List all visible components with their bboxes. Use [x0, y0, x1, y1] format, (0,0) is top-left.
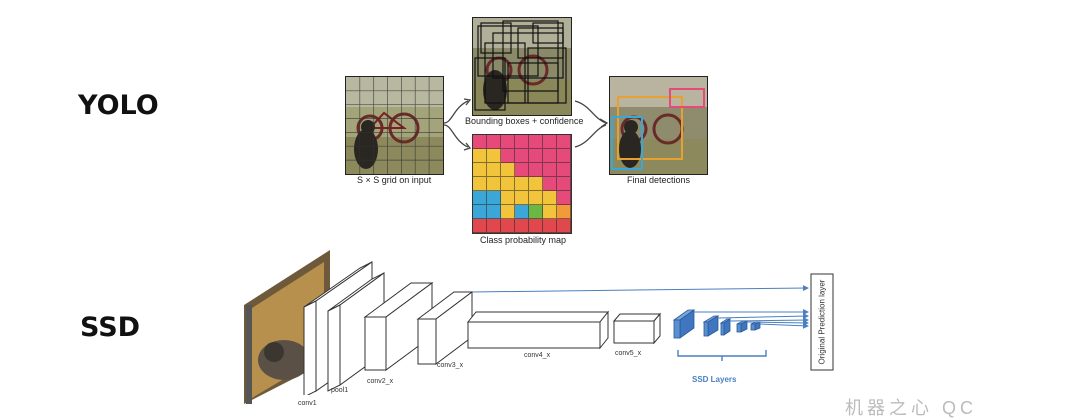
- prob-cell: [557, 135, 571, 149]
- prob-cell: [487, 191, 501, 205]
- pool1-label: pool1: [331, 387, 349, 394]
- prob-cell: [501, 149, 515, 163]
- prob-cell: [473, 205, 487, 219]
- prob-cell: [515, 205, 529, 219]
- prob-cell: [543, 219, 557, 233]
- prob-cell: [473, 219, 487, 233]
- prob-cell: [487, 149, 501, 163]
- prob-cell: [557, 205, 571, 219]
- prob-cell: [501, 191, 515, 205]
- prob-cell: [543, 191, 557, 205]
- prob-cell: [529, 205, 543, 219]
- ssd-extra-layers: [672, 309, 761, 339]
- yolo-bounding-boxes-image: [472, 17, 572, 116]
- prob-cell: [557, 191, 571, 205]
- prob-cell: [529, 163, 543, 177]
- prediction-layer-label: Original Prediction layer: [817, 279, 827, 365]
- conv2-label: conv2_x: [367, 378, 394, 385]
- prob-cell: [487, 177, 501, 191]
- prob-cell: [557, 163, 571, 177]
- prob-cell: [473, 191, 487, 205]
- yolo-arrows: [443, 98, 609, 151]
- prediction-layer-box: [810, 273, 834, 371]
- class-probability-map: [472, 134, 572, 234]
- prob-cell: [473, 163, 487, 177]
- prob-cell: [543, 149, 557, 163]
- prob-cell: [529, 219, 543, 233]
- ssd-title: SSD: [80, 312, 141, 343]
- prob-cell: [557, 219, 571, 233]
- yolo-final-detections-image: [609, 76, 708, 175]
- yolo-grid-input-image: [345, 76, 444, 175]
- conv3-label: conv3_x: [437, 362, 464, 369]
- prob-cell: [501, 219, 515, 233]
- prob-cell: [515, 135, 529, 149]
- prob-cell: [543, 205, 557, 219]
- prob-cell: [515, 163, 529, 177]
- watermark: 机器之心 QC: [845, 398, 978, 418]
- conv1-label: conv1: [298, 400, 317, 407]
- prob-cell: [473, 135, 487, 149]
- prob-cell: [501, 135, 515, 149]
- prob-cell: [529, 135, 543, 149]
- yolo-title: YOLO: [78, 90, 159, 121]
- prob-cell: [487, 219, 501, 233]
- prob-cell: [487, 205, 501, 219]
- conv3-block: [416, 291, 474, 365]
- prob-cell: [501, 163, 515, 177]
- conv4-label: conv4_x: [524, 352, 551, 359]
- prob-cell: [515, 191, 529, 205]
- prob-cell: [487, 135, 501, 149]
- ssd-input-image: [244, 250, 330, 404]
- prob-cell: [529, 149, 543, 163]
- prob-cell: [501, 177, 515, 191]
- conv4-block: [466, 310, 610, 350]
- prob-cell: [487, 163, 501, 177]
- grid-caption: S × S grid on input: [357, 175, 432, 185]
- prob-cell: [557, 177, 571, 191]
- bbox-caption: Bounding boxes + confidence: [465, 116, 584, 126]
- ssd-layers-label: SSD Layers: [692, 375, 737, 384]
- ssd-layers-bracket: [677, 350, 767, 361]
- prob-caption: Class probability map: [480, 235, 567, 245]
- prob-cell: [529, 177, 543, 191]
- prob-cell: [543, 163, 557, 177]
- prob-cell: [515, 219, 529, 233]
- prob-cell: [501, 205, 515, 219]
- prob-cell: [473, 149, 487, 163]
- prob-cell: [543, 177, 557, 191]
- conv5-block: [612, 312, 662, 345]
- prob-cell: [515, 177, 529, 191]
- prob-cell: [473, 177, 487, 191]
- prob-cell: [557, 149, 571, 163]
- prob-cell: [543, 135, 557, 149]
- prob-cell: [515, 149, 529, 163]
- prob-cell: [529, 191, 543, 205]
- final-caption: Final detections: [627, 175, 691, 185]
- conv5-label: conv5_x: [615, 350, 642, 357]
- ssd-network-diagram: [303, 261, 834, 395]
